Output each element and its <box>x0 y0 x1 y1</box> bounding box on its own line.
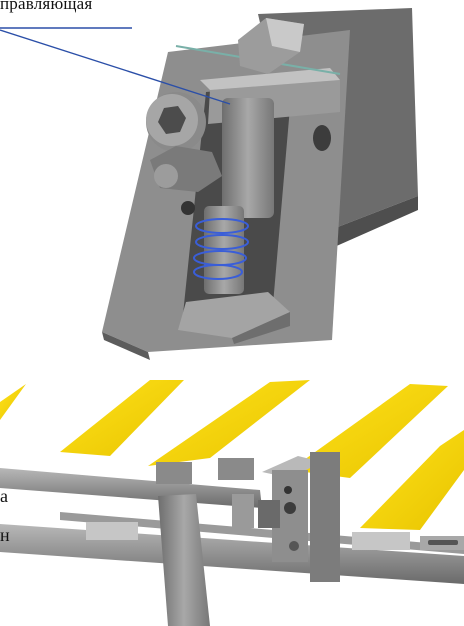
guide-assembly-figure <box>0 8 418 360</box>
bed-frame-figure <box>0 380 464 626</box>
callout-leader-line <box>0 29 231 105</box>
side-text-fragment: а <box>0 486 8 506</box>
yellow-slat <box>60 380 184 456</box>
pad-block <box>86 522 138 540</box>
bottom-stop-block <box>178 292 290 338</box>
callout-label: правляющая <box>0 0 93 13</box>
guide-pin <box>222 98 274 218</box>
side-text-fragment: н <box>0 525 10 545</box>
vertical-post <box>158 494 210 626</box>
frame-rail <box>0 468 262 508</box>
yellow-slat <box>360 430 464 530</box>
pad-block <box>218 458 254 480</box>
compression-spring <box>193 218 249 280</box>
pad-block <box>352 532 410 550</box>
yellow-slat <box>0 384 26 420</box>
spring-rod <box>204 206 244 294</box>
pad-block <box>156 462 192 484</box>
bracket-upright <box>310 452 340 582</box>
yellow-slat <box>148 380 310 466</box>
